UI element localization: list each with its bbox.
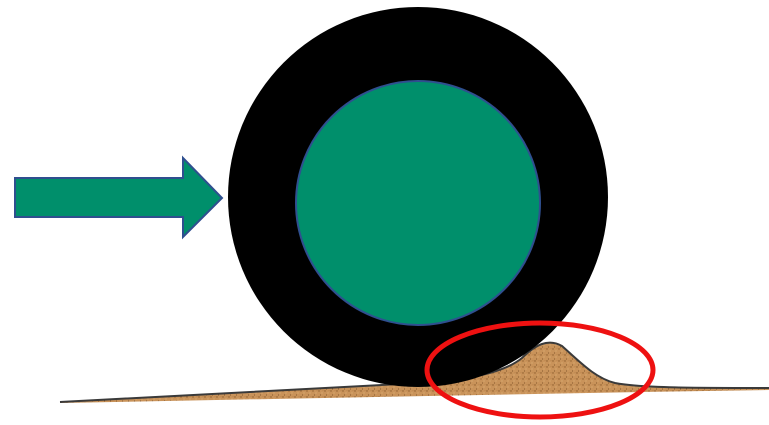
ground-line [59, 341, 769, 403]
highlight-ellipse [424, 320, 656, 420]
right-arrow-icon [14, 155, 224, 240]
wheel-hub [295, 80, 541, 326]
soil-body [60, 342, 769, 403]
wheel-icon [228, 7, 608, 387]
